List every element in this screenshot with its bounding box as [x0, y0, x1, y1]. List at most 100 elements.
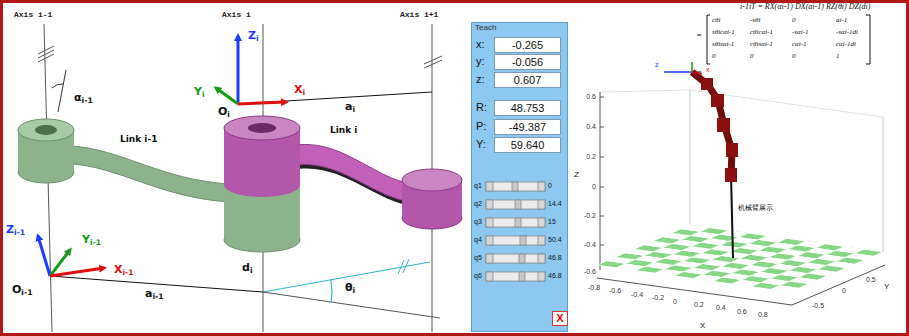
vbox-text: 0.607 [514, 74, 542, 86]
subscript: i-1 [14, 228, 25, 237]
link-label: Link i [330, 126, 357, 136]
tick-label: 0.8 [758, 311, 768, 319]
panel-text: Teach [475, 24, 496, 33]
matrix-entry: -sθi [750, 17, 760, 25]
subscript: i [227, 110, 230, 119]
close-text: X [556, 312, 563, 324]
frame-label: Xi-1 [114, 264, 134, 276]
joint-label: q4 [474, 236, 482, 244]
tick-label: -0.4 [584, 241, 596, 249]
tick-label: 0.5 [866, 276, 876, 284]
matrix-entry: 0 [792, 17, 796, 25]
matrix-entry: 1 [836, 53, 840, 61]
tick-label: 0.2 [694, 301, 704, 309]
subscript: i [352, 105, 355, 114]
tick-label: 0.4 [586, 123, 596, 131]
value-box: 59.640 [494, 137, 561, 153]
matrix-entry: 0 [792, 53, 796, 61]
joint-label: q6 [474, 272, 482, 280]
tick-label: -0.6 [609, 287, 621, 295]
tick-label: -0.2 [584, 212, 596, 220]
vbox-text: 48.753 [511, 102, 545, 114]
frame-label: Yi-1 [82, 234, 101, 246]
tick-label: 0.4 [716, 304, 726, 312]
frame-label: Xi [294, 84, 305, 96]
subscript: i-1 [21, 288, 32, 297]
length-label: ai-1 [145, 288, 164, 300]
joint-value: 0 [548, 182, 552, 190]
tick-label: 0 [673, 298, 677, 306]
matrix-entry: cθicαi-1 [750, 29, 773, 37]
joint-value: 50.4 [548, 236, 562, 244]
matrix-entry: sθicαi-1 [712, 29, 735, 37]
frame-label: Yi [194, 86, 205, 98]
value-box: -0.056 [494, 54, 561, 70]
joint-value: 14.4 [548, 200, 562, 208]
tick-label: -0.6 [584, 268, 596, 276]
value-box: 48.753 [494, 100, 561, 116]
length-label: ai [345, 101, 355, 113]
equals-sign: = [696, 68, 702, 78]
tick-label: -0.4 [631, 291, 643, 299]
subscript: i [250, 266, 253, 275]
teach-panel: Teach -0.265 -0.056 0.607 48.753 -49.387 59.64… [471, 22, 568, 332]
close-button: X [552, 311, 568, 326]
tick-label: -0.5 [812, 302, 824, 310]
frame-axis-letter: z [655, 61, 659, 69]
joint-label: q2 [474, 200, 482, 208]
subscript: i-1 [90, 238, 101, 247]
joint-label: q1 [474, 182, 482, 190]
joint-value: 46.8 [548, 254, 562, 262]
joint-value: 46.8 [548, 272, 562, 280]
angle-label: θi [345, 282, 355, 294]
tick-label: -0.2 [652, 294, 664, 302]
tick-label: 0.6 [737, 308, 747, 316]
tick-label: -0.8 [588, 284, 600, 292]
matrix-entry: cαi-1 [792, 41, 807, 49]
subscript: i-1 [152, 292, 163, 301]
subscript: i [256, 34, 259, 43]
field-label: P: [476, 120, 486, 132]
vbox-text: 59.640 [511, 139, 545, 151]
matrix-entry: 0 [750, 53, 754, 61]
frame-label: Zi [248, 30, 259, 42]
matrix-entry: cθisαi-1 [750, 41, 773, 49]
angle-label: αi-1 [74, 92, 93, 104]
axis-title: Z [574, 171, 579, 180]
subscript: i [202, 90, 205, 99]
equals-sign: = [696, 31, 702, 41]
field-label: R: [476, 101, 487, 113]
joint-label: q5 [474, 254, 482, 262]
axis-title: X [700, 322, 705, 331]
link-label: Link i-1 [120, 135, 157, 145]
value-box: -49.387 [494, 119, 561, 135]
vbox-text: -0.265 [512, 39, 543, 51]
subscript: i [353, 286, 356, 295]
matrix-entry: -sαi-1di [836, 29, 858, 37]
subscript: i-1 [82, 96, 93, 105]
field-label: y: [476, 55, 485, 67]
matrix-entry: ai-1 [836, 17, 847, 25]
matrix-header: i-1iT = RX(αi-1) DX(ai-1) RZ(θi) DZ(di) [740, 3, 870, 12]
field-label: Y: [476, 138, 486, 150]
value-box: -0.265 [494, 37, 561, 53]
field-label: z: [476, 73, 485, 85]
origin-label: Oi [218, 106, 230, 118]
axis-label: Axis i-1 [14, 11, 52, 20]
offset-label: di [242, 262, 253, 274]
value-box: 0.607 [494, 72, 561, 88]
matrix-entry: cαi-1di [836, 41, 856, 49]
subscript: i [302, 88, 305, 97]
field-label: x: [476, 38, 485, 50]
tick-label: 0 [592, 183, 596, 191]
origin-label: Oi-1 [12, 284, 33, 296]
frame-label: Zi-1 [6, 224, 25, 236]
matrix-entry: -sαi-1 [792, 29, 809, 37]
subscript: i-1 [122, 268, 133, 277]
matrix-entry: cθi [712, 17, 721, 25]
axis-title: Y [884, 283, 889, 292]
tick-label: 0 [842, 287, 846, 295]
matrix-entry: 0 [712, 53, 716, 61]
